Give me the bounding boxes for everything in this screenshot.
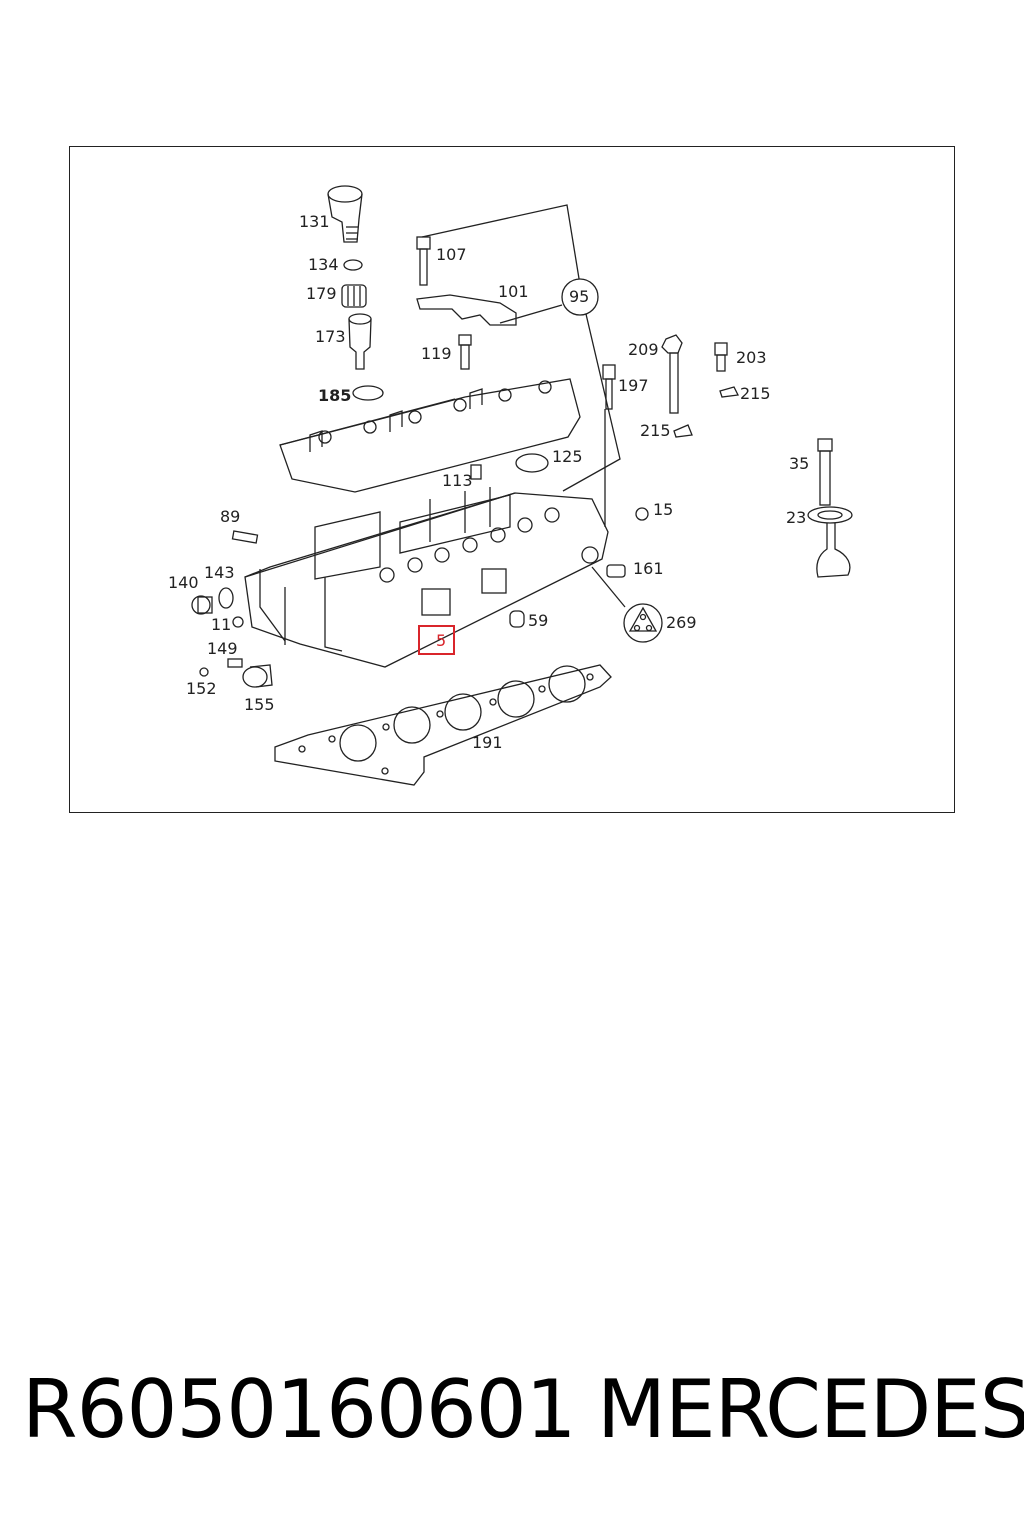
part-119 xyxy=(458,334,472,370)
callout-15: 15 xyxy=(653,500,674,519)
diagram-drawing xyxy=(191,185,853,786)
callout-155: 155 xyxy=(244,695,275,714)
part-161 xyxy=(606,564,626,578)
part-215-a xyxy=(719,386,739,398)
part-173 xyxy=(348,313,372,370)
part-number-label: R6050160601 xyxy=(22,1363,577,1456)
highlight-box-5[interactable]: 5 xyxy=(418,625,455,655)
callout-161: 161 xyxy=(633,559,664,578)
part-203 xyxy=(714,342,728,372)
callout-269: 269 xyxy=(666,613,697,632)
callout-131: 131 xyxy=(299,212,330,231)
callout-89: 89 xyxy=(220,507,241,526)
callout-140: 140 xyxy=(168,573,199,592)
part-269 xyxy=(623,603,663,643)
callout-59: 59 xyxy=(528,611,549,630)
callout-113: 113 xyxy=(442,471,473,490)
part-215-b xyxy=(673,424,693,438)
part-125 xyxy=(515,453,549,473)
callout-215-right: 215 xyxy=(740,384,771,403)
callout-185: 185 xyxy=(318,386,352,405)
part-35 xyxy=(817,438,833,506)
callout-173: 173 xyxy=(315,327,346,346)
callout-152: 152 xyxy=(186,679,217,698)
callout-11: 11 xyxy=(211,615,232,634)
callout-149: 149 xyxy=(207,639,238,658)
part-11 xyxy=(232,616,244,628)
cylinder-head xyxy=(244,487,609,668)
part-107 xyxy=(416,236,431,286)
part-113 xyxy=(470,464,482,480)
camshaft-carrier xyxy=(279,378,581,493)
part-185 xyxy=(352,385,384,401)
callout-5: 5 xyxy=(436,631,447,650)
part-131 xyxy=(327,185,363,243)
callout-191: 191 xyxy=(472,733,503,752)
parts-diagram: 131 134 179 173 185 107 101 95 119 197 2… xyxy=(69,146,955,813)
callout-101: 101 xyxy=(498,282,529,301)
part-152 xyxy=(199,667,209,677)
callout-143: 143 xyxy=(204,563,235,582)
callout-119: 119 xyxy=(421,344,452,363)
callout-134: 134 xyxy=(308,255,339,274)
callout-215-left: 215 xyxy=(640,421,671,440)
part-155 xyxy=(242,664,273,688)
part-197 xyxy=(602,364,616,410)
callout-203: 203 xyxy=(736,348,767,367)
callout-95: 95 xyxy=(569,287,590,306)
part-191 xyxy=(274,664,612,786)
part-59 xyxy=(509,610,525,628)
part-23 xyxy=(807,506,853,578)
part-134 xyxy=(343,259,363,271)
callout-35: 35 xyxy=(789,454,810,473)
callout-197: 197 xyxy=(618,376,649,395)
callout-107: 107 xyxy=(436,245,467,264)
callout-23: 23 xyxy=(786,508,807,527)
part-15 xyxy=(635,507,649,521)
callout-209: 209 xyxy=(628,340,659,359)
part-140 xyxy=(191,595,213,615)
part-209 xyxy=(661,334,683,414)
brand-label: MERCEDES xyxy=(597,1363,1024,1456)
part-179 xyxy=(341,284,367,308)
part-101 xyxy=(416,294,517,326)
callout-125: 125 xyxy=(552,447,583,466)
part-143 xyxy=(218,587,234,609)
callout-95-circle xyxy=(561,278,599,316)
callout-179: 179 xyxy=(306,284,337,303)
part-89 xyxy=(231,530,259,544)
part-149 xyxy=(227,658,243,668)
